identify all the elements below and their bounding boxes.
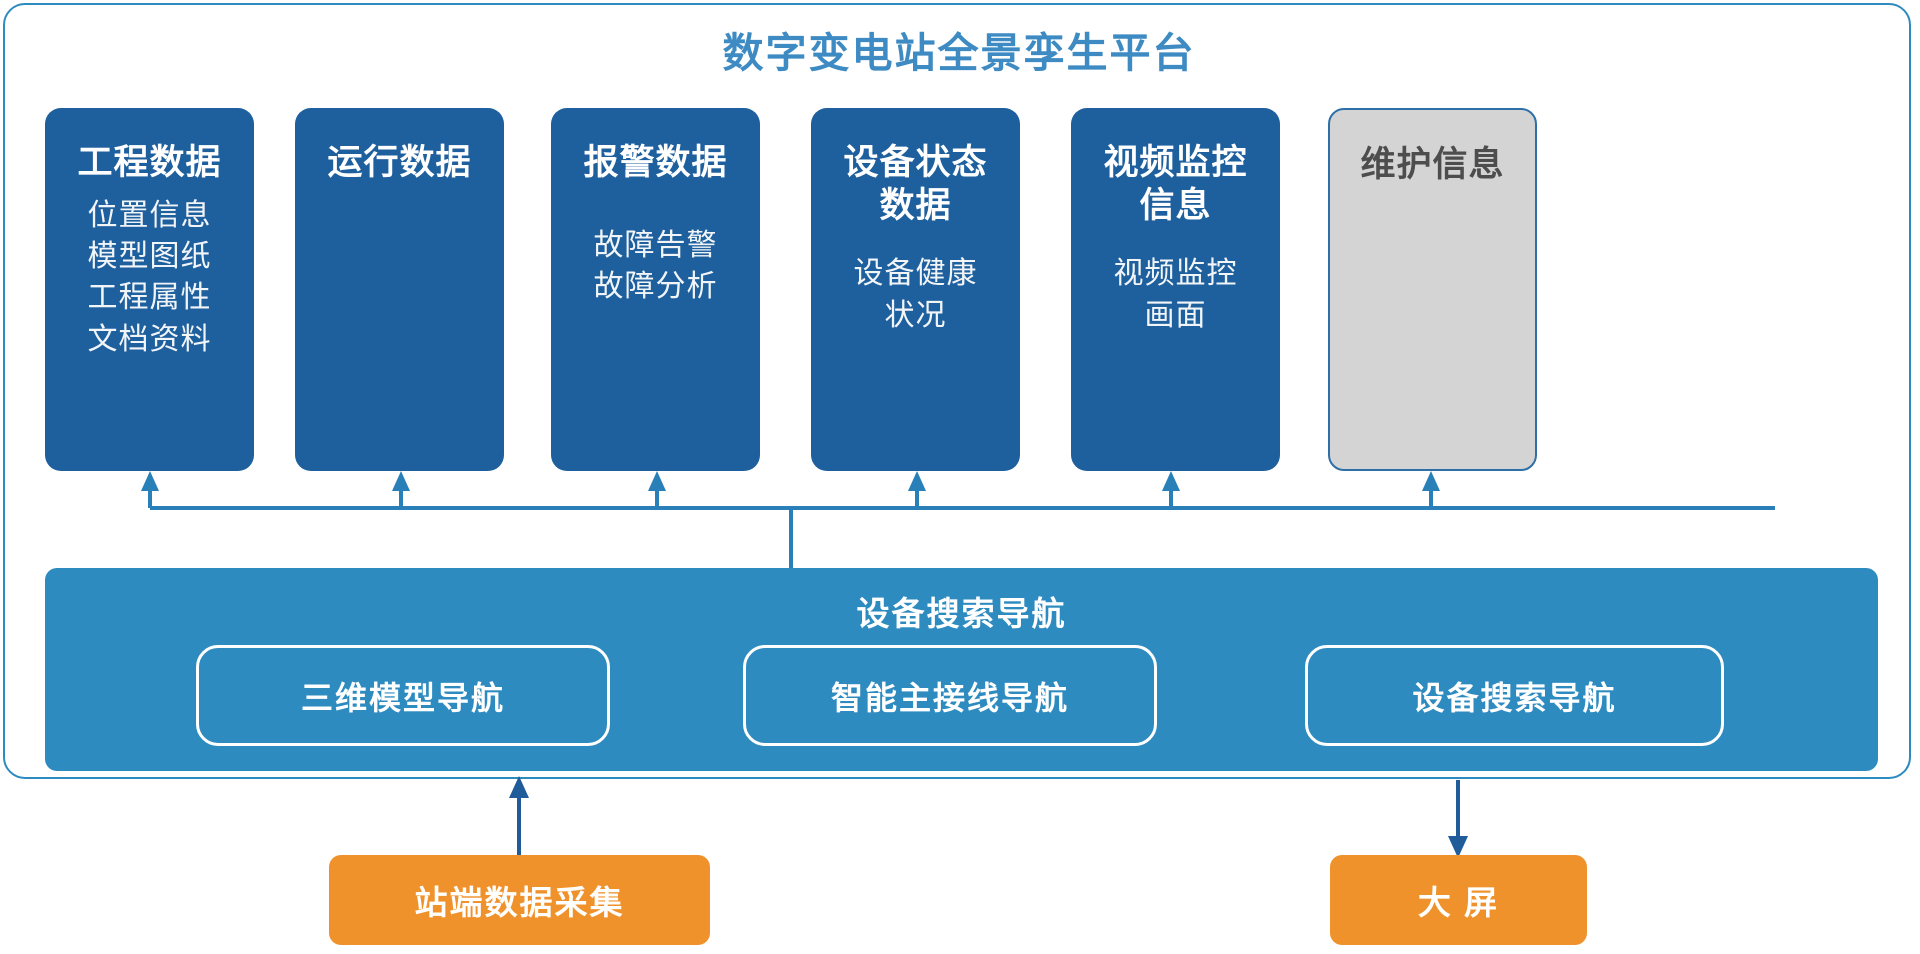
nav-title: 设备搜索导航 xyxy=(856,595,1067,632)
card-item: 故障告警 xyxy=(593,228,718,262)
nav-button-smart-single-line[interactable]: 智能主接线导航 xyxy=(743,645,1157,746)
arrow-head-up xyxy=(509,776,529,798)
card-title: 运行数据 xyxy=(327,143,472,182)
nav-button-group: 三维模型导航 智能主接线导航 设备搜索导航 xyxy=(45,645,1878,755)
card-title: 维护信息 xyxy=(1360,145,1505,184)
card-item-list: 故障告警 故障分析 xyxy=(594,225,718,308)
card-title: 工程数据 xyxy=(77,143,222,182)
data-card-row: 工程数据 位置信息 模型图纸 工程属性 文档资料 运行数据 报警数据 故障告警 … xyxy=(45,108,1878,471)
card-maintenance-info[interactable]: 维护信息 xyxy=(1328,108,1537,471)
card-title: 报警数据 xyxy=(583,143,728,182)
card-video-surveillance-info[interactable]: 视频监控 信息 视频监控 画面 xyxy=(1071,108,1280,471)
platform-frame: 数字变电站全景孪生平台 工程数据 xyxy=(3,3,1911,779)
card-item: 文档资料 xyxy=(87,322,212,356)
card-item: 位置信息 xyxy=(87,198,212,232)
card-item-list: 视频监控 画面 xyxy=(1114,253,1238,336)
bottom-box-large-screen[interactable]: 大 屏 xyxy=(1330,855,1587,945)
card-item: 工程属性 xyxy=(87,281,212,315)
card-item: 故障分析 xyxy=(593,270,718,304)
nav-button-device-search[interactable]: 设备搜索导航 xyxy=(1305,645,1724,746)
card-engineering-data[interactable]: 工程数据 位置信息 模型图纸 工程属性 文档资料 xyxy=(45,108,254,471)
device-search-navigation-bar: 设备搜索导航 三维模型导航 智能主接线导航 设备搜索导航 xyxy=(45,568,1878,771)
card-item: 设备健康 状况 xyxy=(853,257,978,332)
card-item: 模型图纸 xyxy=(87,240,212,274)
card-operation-data[interactable]: 运行数据 xyxy=(295,108,504,471)
page-title: 数字变电站全景孪生平台 xyxy=(722,30,1196,76)
card-item: 视频监控 画面 xyxy=(1113,257,1238,332)
nav-button-3d-model[interactable]: 三维模型导航 xyxy=(196,645,610,746)
card-title: 设备状态 数据 xyxy=(843,143,988,225)
bottom-box-station-data-acquisition[interactable]: 站端数据采集 xyxy=(329,855,710,945)
card-item-list: 位置信息 模型图纸 工程属性 文档资料 xyxy=(88,195,212,361)
card-item-list: 设备健康 状况 xyxy=(854,253,978,336)
bottom-flow-arrows xyxy=(509,776,1468,858)
card-device-status-data[interactable]: 设备状态 数据 设备健康 状况 xyxy=(811,108,1020,471)
card-alarm-data[interactable]: 报警数据 故障告警 故障分析 xyxy=(551,108,760,471)
card-title: 视频监控 信息 xyxy=(1103,143,1248,225)
